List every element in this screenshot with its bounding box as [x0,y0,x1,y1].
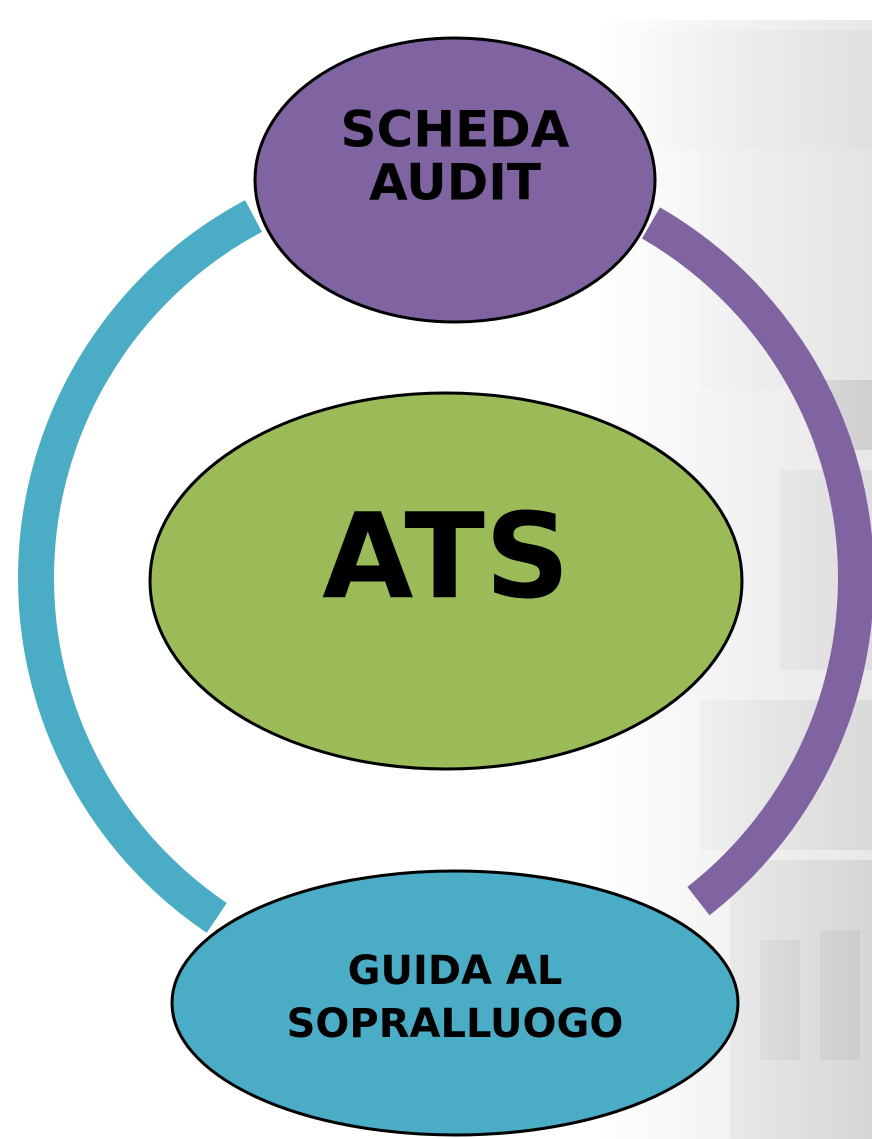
cycle-arc-right [641,207,872,916]
center-node-label: ATS [322,487,570,625]
top-node-label-line1: SCHEDA [341,101,570,159]
cycle-arc-left [18,200,262,933]
node-guida-sopralluogo: GUIDA AL SOPRALLUOGO [170,869,740,1137]
node-ats: ATS [148,391,744,771]
top-node-label-line2: AUDIT [369,154,541,212]
bottom-node-label-line1: GUIDA AL [348,948,563,994]
bottom-node-label-line2: SOPRALLUOGO [287,1001,624,1047]
node-scheda-audit: SCHEDA AUDIT [253,36,657,324]
